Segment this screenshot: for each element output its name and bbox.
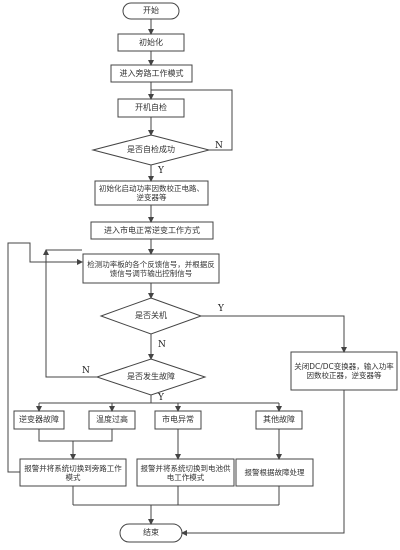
alarm-handle-box <box>235 458 314 487</box>
shutdown-decision <box>99 297 203 335</box>
self-check-decision <box>91 134 211 166</box>
other-fault-box <box>255 410 303 430</box>
inverter-fault-box <box>13 410 65 430</box>
init-pfc-box <box>94 180 209 206</box>
self-check-yes-label: Y <box>158 166 164 176</box>
enter-bypass-box <box>110 64 193 83</box>
enter-mains-box <box>90 221 214 240</box>
shutdown-no-label: N <box>158 340 166 350</box>
mains-abnormal-box <box>154 410 202 430</box>
fault-yes-label: Y <box>158 393 164 403</box>
init-box <box>117 33 185 52</box>
shutdown-yes-label: Y <box>218 304 224 314</box>
self-check-no-label: N <box>215 141 223 151</box>
over-temp-box <box>88 410 136 430</box>
fault-no-label: N <box>82 366 90 376</box>
detect-feedback-box <box>82 253 220 284</box>
start-terminal <box>122 2 180 20</box>
end-terminal <box>119 523 183 543</box>
alarm-bypass-box <box>19 458 127 487</box>
self-check-box <box>117 98 185 118</box>
fault-decision <box>95 358 207 396</box>
close-dcdc-box <box>290 351 398 391</box>
alarm-battery-box <box>136 458 235 487</box>
